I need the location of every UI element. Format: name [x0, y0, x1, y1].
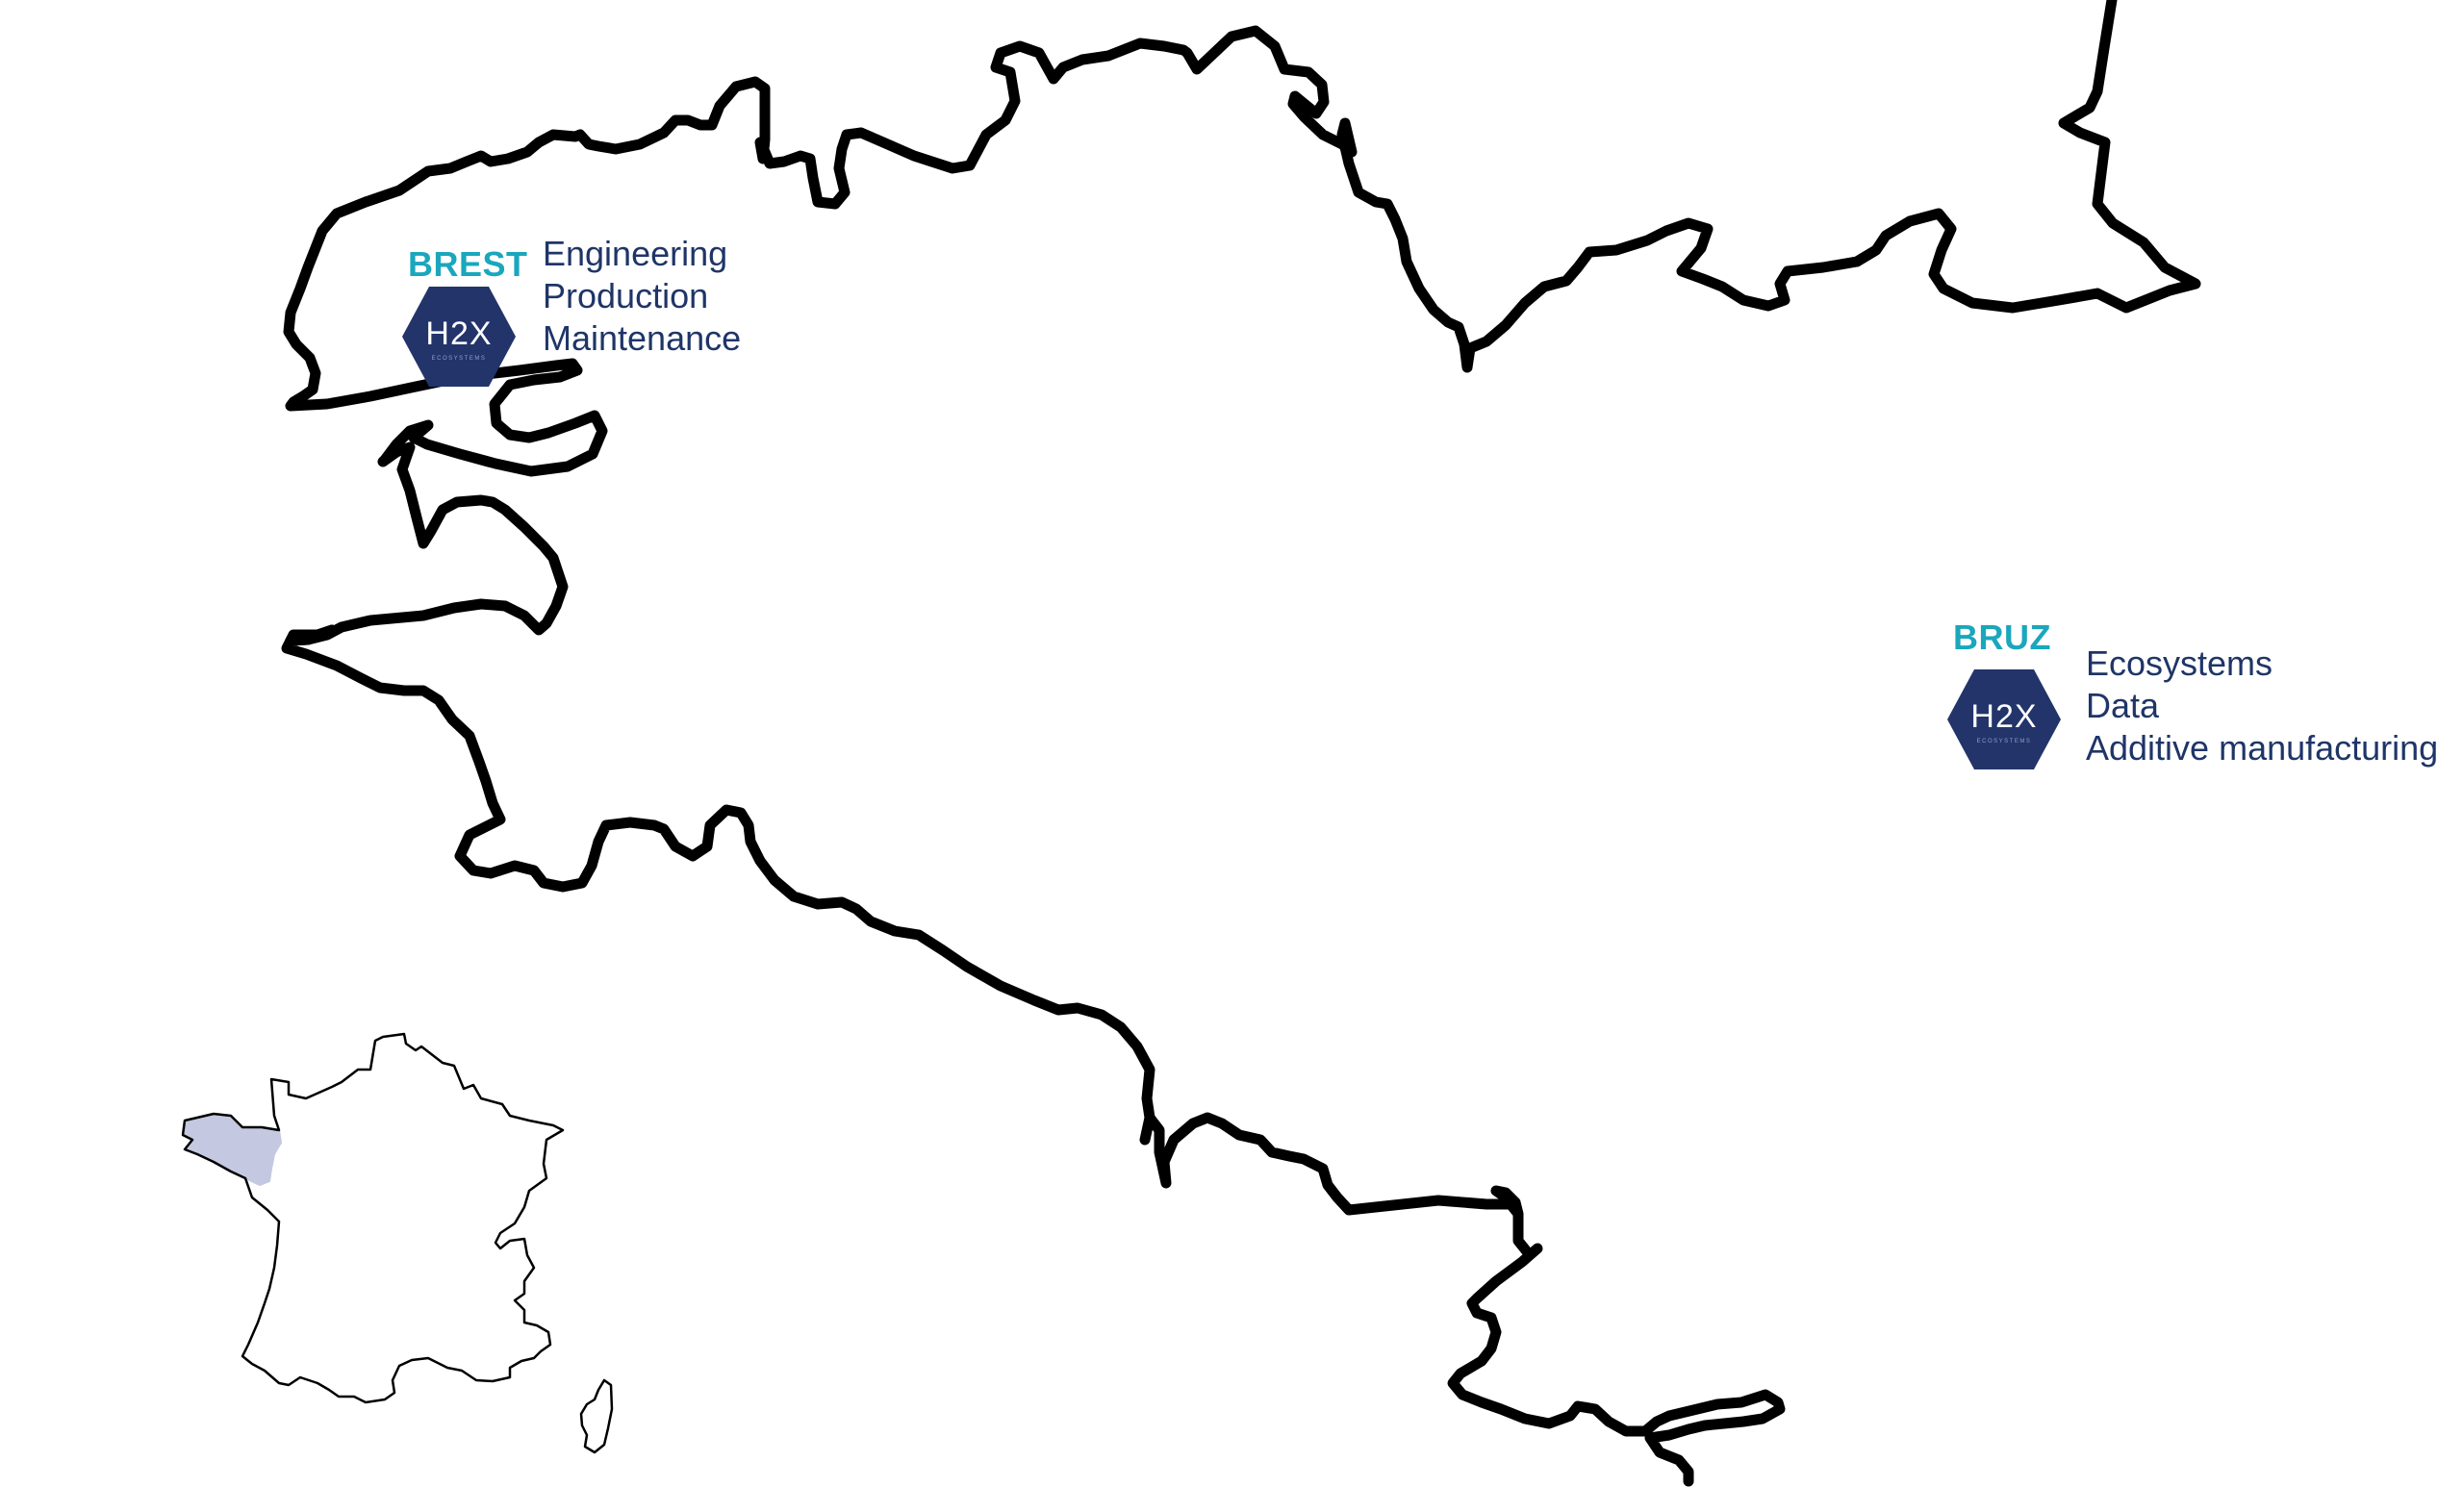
city-label: BRUZ: [1953, 617, 2051, 657]
france-outline-icon: [181, 1032, 565, 1404]
corsica-outline-icon: [579, 1378, 614, 1454]
brittany-west-coastline: [281, 624, 1786, 1487]
service-item: Ecosystems: [2086, 643, 2273, 683]
logo-text: H2X: [425, 315, 492, 352]
h2x-ecosystems-logo-icon: H2X ECOSYSTEMS: [402, 287, 516, 387]
service-item: Data: [2086, 686, 2160, 725]
logo-text: H2X: [1970, 698, 2037, 735]
service-item: Additive manufacturing: [2086, 728, 2439, 768]
service-list: Engineering Production Maintenance: [543, 233, 741, 360]
service-item: Engineering: [543, 234, 728, 273]
logo-subtext: ECOSYSTEMS: [432, 356, 487, 362]
brittany-north-coastline: [283, 0, 2201, 646]
service-list: Ecosystems Data Additive manufacturing: [2086, 643, 2438, 769]
h2x-ecosystems-logo-icon: H2X ECOSYSTEMS: [1947, 669, 2061, 769]
france-inset-map: [181, 1032, 614, 1454]
logo-subtext: ECOSYSTEMS: [1977, 739, 2032, 744]
city-label: BREST: [408, 244, 528, 284]
service-item: Maintenance: [543, 318, 742, 358]
brittany-highlight-region: [181, 1112, 283, 1187]
service-item: Production: [543, 276, 709, 315]
